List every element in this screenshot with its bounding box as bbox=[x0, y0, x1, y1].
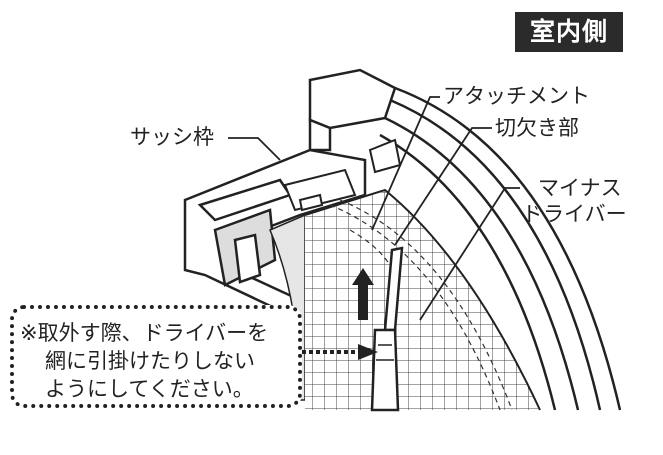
label-screwdriver-2: ドライバー bbox=[522, 202, 627, 226]
caution-line-3: ようにしてください。 bbox=[45, 377, 254, 401]
callout-pointer-head bbox=[358, 344, 378, 360]
up-arrow-icon bbox=[352, 268, 374, 320]
outer-frame-arcs bbox=[379, 86, 622, 411]
leader-lines bbox=[228, 96, 520, 321]
label-attachment: アタッチメント bbox=[443, 84, 590, 108]
caution-line-1: ※取外す際、ドライバーを bbox=[20, 321, 269, 345]
label-screwdriver-1: マイナス bbox=[538, 176, 622, 200]
hidden-lines bbox=[329, 199, 513, 411]
attachment-parts bbox=[283, 138, 402, 212]
caution-callout: ※取外す際、ドライバーを 網に引掛けたりしない ようにしてください。 bbox=[10, 305, 302, 408]
screwdriver bbox=[370, 246, 404, 412]
mesh-screen-edge bbox=[304, 188, 541, 411]
label-sash-frame: サッシ枠 bbox=[130, 125, 214, 149]
indoor-side-badge: 室内側 bbox=[515, 12, 623, 52]
label-notch: 切欠き部 bbox=[495, 116, 579, 140]
caution-line-2: 網に引掛けたりしない bbox=[45, 349, 255, 373]
mesh-screen bbox=[305, 190, 540, 410]
